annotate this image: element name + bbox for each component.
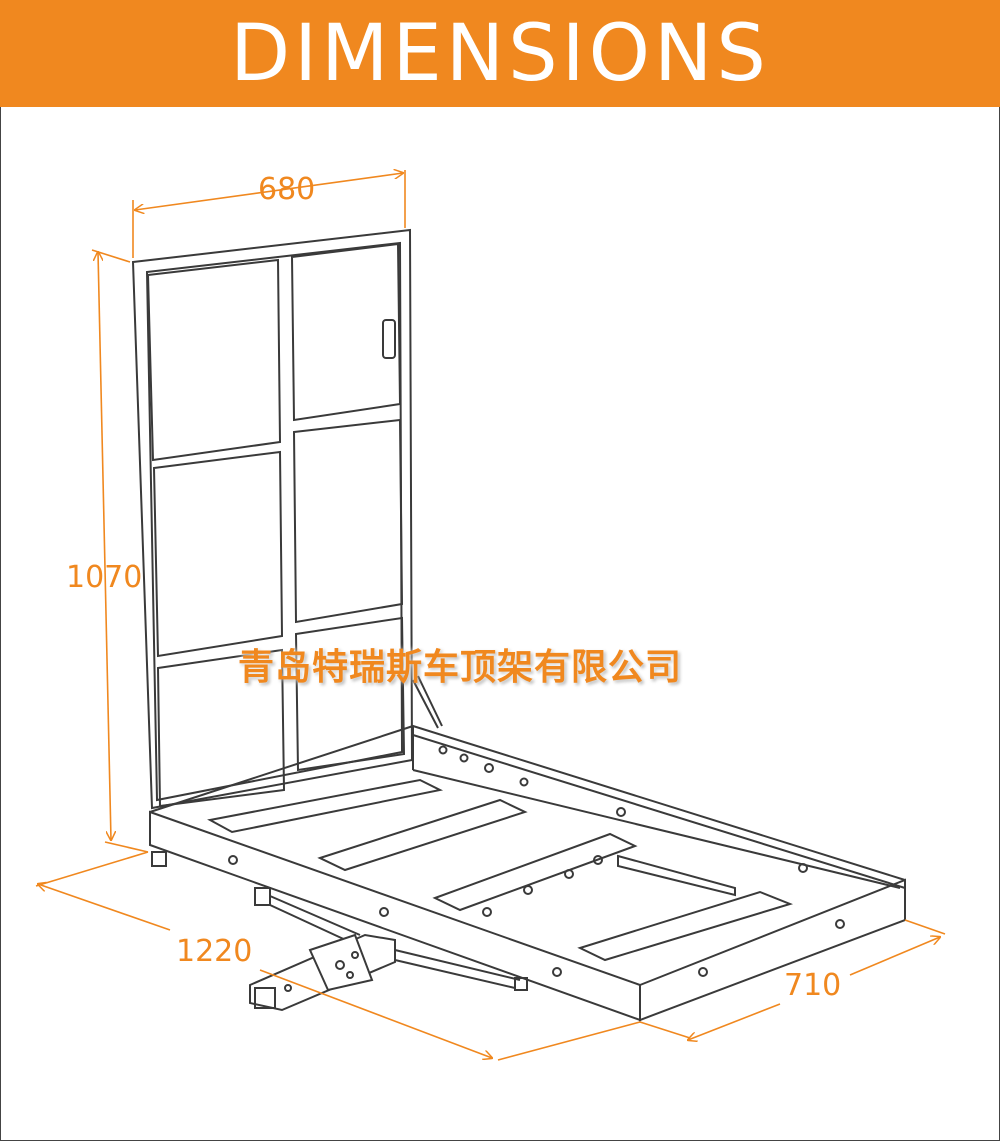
gate-panel xyxy=(131,228,414,810)
page-title: DIMENSIONS xyxy=(230,9,770,99)
company-watermark: 青岛特瑞斯车顶架有限公司 xyxy=(238,647,683,688)
height-label: 1070 xyxy=(66,560,143,595)
depth-label: 710 xyxy=(784,968,842,1003)
title-banner: DIMENSIONS xyxy=(0,0,1000,107)
width-label: 680 xyxy=(258,172,316,207)
cargo-tray xyxy=(149,675,906,1022)
dimension-lines xyxy=(36,170,946,1061)
hitch-mount xyxy=(249,887,521,1012)
length-label: 1220 xyxy=(176,934,253,969)
